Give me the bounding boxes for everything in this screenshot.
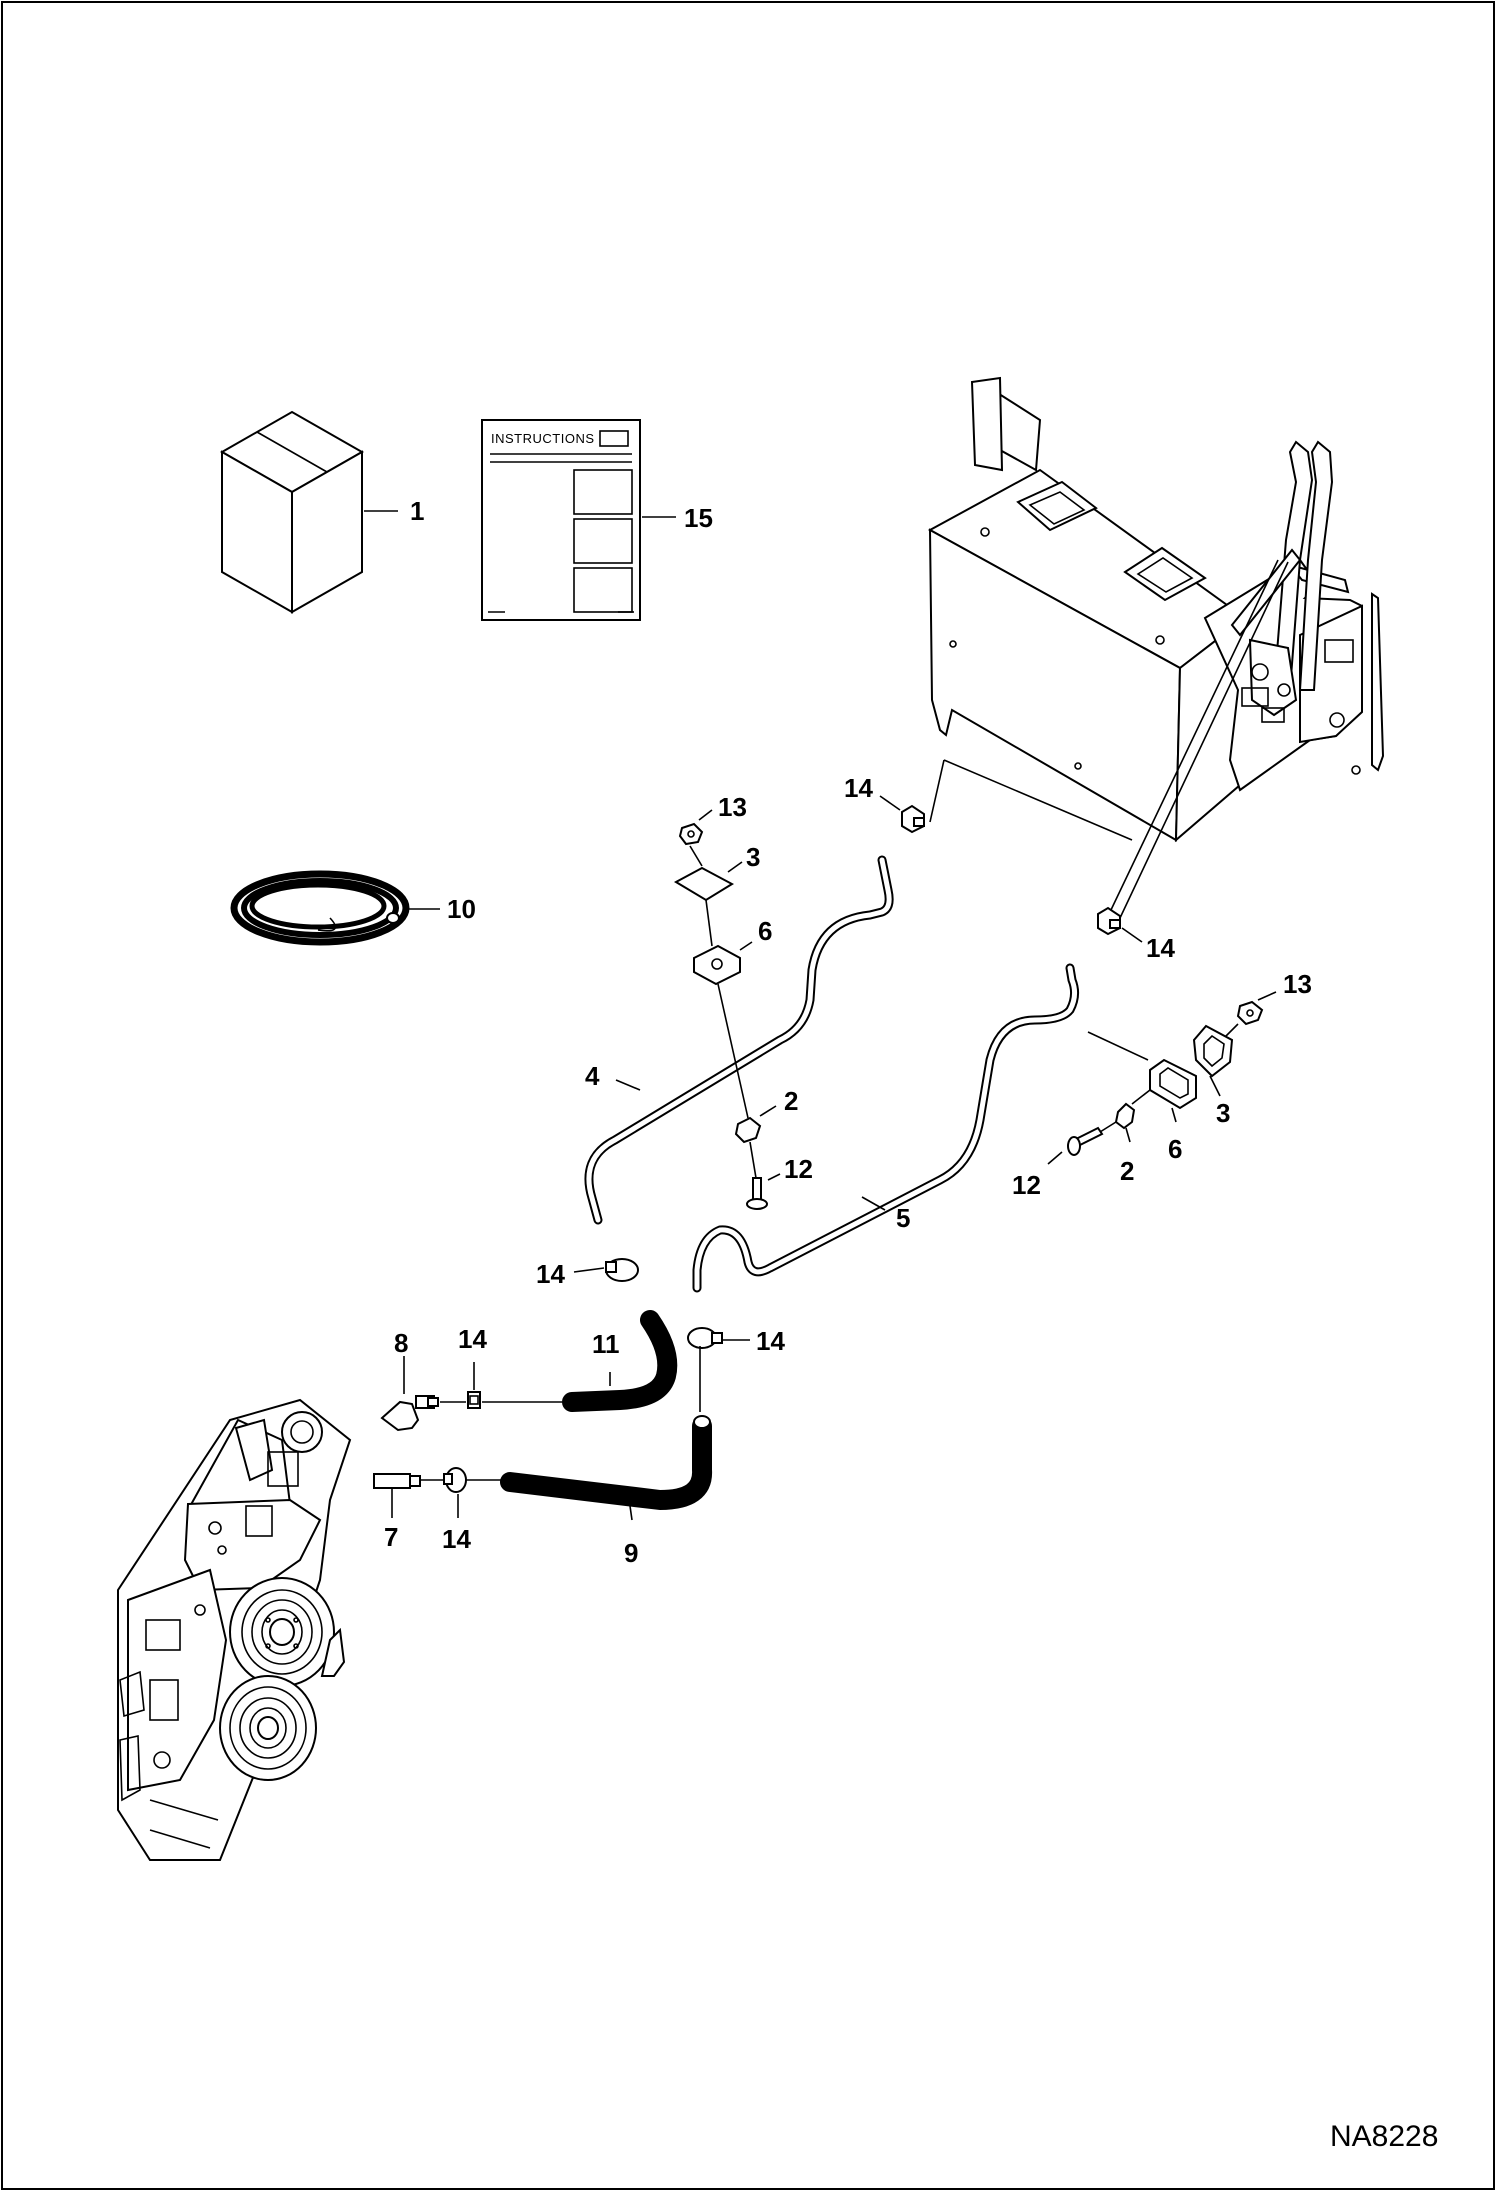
fastener-axis xyxy=(1225,1023,1239,1037)
leader-line xyxy=(629,1505,633,1521)
callout-12-upper: 12 xyxy=(784,1154,813,1184)
hose-clamp-part xyxy=(467,1391,481,1409)
callout-9: 9 xyxy=(624,1538,638,1568)
heater-tube-4 xyxy=(584,855,894,1225)
callout-6-upper: 6 xyxy=(758,916,772,946)
callout-3-right: 3 xyxy=(1216,1098,1230,1128)
engine-assembly xyxy=(117,1398,352,1861)
leader-line xyxy=(879,795,901,811)
leader-line xyxy=(1171,1107,1177,1123)
hose-clamp-part xyxy=(443,1467,467,1493)
nut-part xyxy=(1236,1000,1264,1026)
heater-tube-5 xyxy=(692,963,1080,1293)
kit-box-part xyxy=(219,410,365,614)
fastener-axis xyxy=(1099,1121,1117,1133)
callout-14-f: 14 xyxy=(442,1524,471,1554)
washer-part xyxy=(1114,1102,1136,1130)
callout-2-upper: 2 xyxy=(784,1086,798,1116)
callout-7: 7 xyxy=(384,1522,398,1552)
callout-13-upper: 13 xyxy=(718,792,747,822)
callout-4: 4 xyxy=(585,1061,600,1091)
callout-8: 8 xyxy=(394,1328,408,1358)
clamp-part xyxy=(1149,1058,1197,1110)
callout-1: 1 xyxy=(410,496,424,526)
bolt-part xyxy=(746,1177,768,1210)
fastener-axis xyxy=(749,1141,757,1179)
hose-11 xyxy=(562,1310,678,1412)
callout-15: 15 xyxy=(684,503,713,533)
hose-clamp-part xyxy=(1097,906,1121,936)
leader-line xyxy=(1125,1127,1131,1143)
leader-line xyxy=(1121,927,1143,943)
elbow-fitting-part xyxy=(380,1395,439,1432)
leader-line xyxy=(767,1173,781,1181)
callout-2-right: 2 xyxy=(1120,1156,1134,1186)
fastener-axis xyxy=(705,899,713,947)
leader-line xyxy=(861,1196,886,1211)
callout-14-b: 14 xyxy=(1146,933,1175,963)
leader-line xyxy=(929,759,945,823)
callout-13-right: 13 xyxy=(1283,969,1312,999)
leader-line xyxy=(1257,991,1277,1001)
leader-line xyxy=(759,1105,777,1117)
leader-line xyxy=(727,861,743,873)
callout-14-e: 14 xyxy=(458,1324,487,1354)
hose-coil-part xyxy=(230,870,410,946)
callout-14-d: 14 xyxy=(756,1326,785,1356)
plate-part xyxy=(1192,1024,1234,1078)
fastener-axis xyxy=(717,983,749,1119)
fastener-axis xyxy=(1131,1089,1151,1105)
leader-line xyxy=(1209,1075,1221,1097)
heater-box-assembly xyxy=(927,376,1385,919)
callout-14-c: 14 xyxy=(536,1259,565,1289)
leader-line xyxy=(698,809,713,821)
callout-6-right: 6 xyxy=(1168,1134,1182,1164)
hose-clamp-part xyxy=(605,1258,639,1282)
hose-clamp-part xyxy=(901,804,925,834)
instructions-sheet-part: INSTRUCTIONS xyxy=(481,419,641,621)
leader-line xyxy=(1087,1031,1149,1061)
plate-part xyxy=(673,866,735,902)
callout-3-upper: 3 xyxy=(746,842,760,872)
callout-11: 11 xyxy=(592,1329,620,1359)
straight-fitting-part xyxy=(373,1473,421,1489)
leader-line xyxy=(943,759,1133,841)
leader-line xyxy=(1047,1151,1063,1165)
callout-10: 10 xyxy=(447,894,476,924)
fastener-axis xyxy=(689,845,703,867)
instructions-sheet-text: INSTRUCTIONS xyxy=(491,431,595,446)
leader-line xyxy=(573,1267,605,1273)
callout-5: 5 xyxy=(896,1203,910,1233)
leader-line xyxy=(739,941,753,951)
callout-14-a: 14 xyxy=(844,773,873,803)
bolt-part xyxy=(1067,1126,1104,1156)
callout-12-right: 12 xyxy=(1012,1170,1041,1200)
washer-part xyxy=(734,1116,762,1144)
hose-9 xyxy=(500,1415,713,1510)
figure-code: NA8228 xyxy=(1330,2120,1438,2153)
hose-clamp-part xyxy=(687,1327,723,1349)
nut-part xyxy=(678,822,704,846)
leader-line xyxy=(615,1079,641,1091)
clamp-part xyxy=(693,944,741,986)
